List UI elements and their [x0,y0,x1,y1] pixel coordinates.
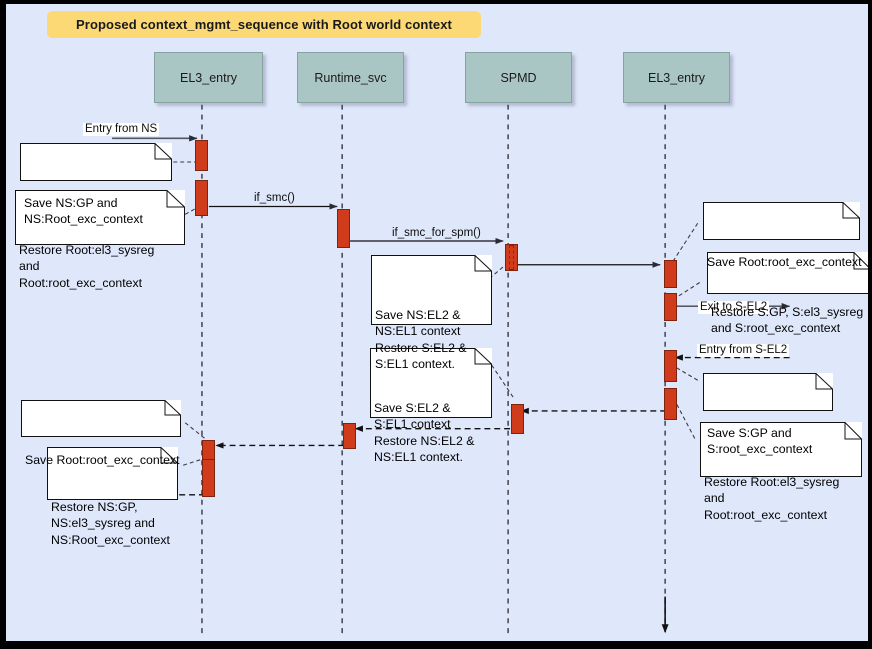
activation-el3-entry-right-4[interactable] [664,388,677,420]
note-restore-ns-gp: Restore NS:GP, NS:el3_sysreg and NS:Root… [47,447,178,547]
note-restore-s-gp-s-el3-sysreg: Restore S:GP, S:el3_sysreg and S:root_ex… [707,252,868,335]
note-shape [20,143,172,181]
note-restore-root-el3-sysreg-2: Restore Root:el3_sysreg and Root:root_ex… [700,422,862,522]
participant-el3-entry-right[interactable]: EL3_entry [623,52,730,103]
note-text: Save NS:EL2 & NS:EL1 context Restore S:E… [375,307,467,372]
note-text: Save S:EL2 & S:EL1 context Restore NS:EL… [374,400,475,465]
participant-label: Runtime_svc [314,70,387,85]
note-save-ns-el2-restore-s-el2: Save NS:EL2 & NS:EL1 context Restore S:E… [371,255,492,371]
activation-el3-entry-left-1[interactable] [195,140,208,171]
note-text: Restore Root:el3_sysreg and Root:root_ex… [704,474,840,522]
participant-label: SPMD [500,70,537,85]
note-shape [700,422,862,477]
participant-label: EL3_entry [180,70,237,85]
note-save-s-gp: Save S:GP and S:root_exc_context [703,373,833,456]
note-text: Save S:GP and S:root_exc_context [707,425,813,457]
activation-runtime-svc-2[interactable] [343,423,356,449]
note-shape [371,255,492,325]
activation-runtime-svc-1[interactable] [337,209,350,248]
activation-el3-entry-right-1[interactable] [664,260,677,288]
note-text: Save NS:GP and NS:Root_exc_context [24,195,143,227]
note-shape [707,252,868,294]
note-text: Save Root:root_exc_context [707,254,862,269]
activation-spmd-inner-1 [509,245,514,270]
msg-label-if-smc-for-spm: if_smc_for_spm() [392,227,481,239]
activation-el3-entry-left-4[interactable] [202,459,215,497]
note-text: Restore NS:GP, NS:el3_sysreg and NS:Root… [51,499,170,547]
participant-el3-entry-left[interactable]: EL3_entry [154,52,263,103]
msg-label-if-smc: if_smc() [254,192,295,204]
note-shape [703,202,860,240]
note-save-ns-gp: Save NS:GP and NS:Root_exc_context [20,143,172,226]
note-text: Restore S:GP, S:el3_sysreg and S:root_ex… [711,304,864,336]
activation-el3-entry-right-2[interactable] [664,293,677,321]
note-shape [703,373,833,411]
activation-el3-entry-left-2[interactable] [195,180,208,216]
diagram-title-banner: Proposed context_mgmt_sequence with Root… [47,11,481,38]
note-save-root-exc-context-right: Save Root:root_exc_context [703,202,862,269]
note-save-s-el2-restore-ns-el2: Save S:EL2 & S:EL1 context Restore NS:EL… [370,348,492,464]
note-restore-root-el3-sysreg-1: Restore Root:el3_sysreg and Root:root_ex… [15,190,185,290]
msg-label-entry-from-ns: Entry from NS [83,123,160,136]
page-title: Proposed context_mgmt_sequence with Root… [76,17,452,32]
note-text: Save Root:root_exc_context [25,452,180,467]
note-text: Restore Root:el3_sysreg and Root:root_ex… [19,242,155,290]
note-shape [47,447,178,500]
activation-el3-entry-right-3[interactable] [664,350,677,382]
msg-label-exit-to-s-el2: Exit to S-EL2 [698,301,770,314]
note-save-root-exc-context-left: Save Root:root_exc_context [21,400,181,467]
note-shape [15,190,185,245]
participant-label: EL3_entry [648,70,705,85]
participant-spmd[interactable]: SPMD [465,52,572,103]
note-shape [21,400,181,437]
activation-spmd-2[interactable] [511,404,524,434]
participant-runtime-svc[interactable]: Runtime_svc [297,52,404,103]
msg-label-entry-from-s-el2: Entry from S-EL2 [697,344,790,357]
